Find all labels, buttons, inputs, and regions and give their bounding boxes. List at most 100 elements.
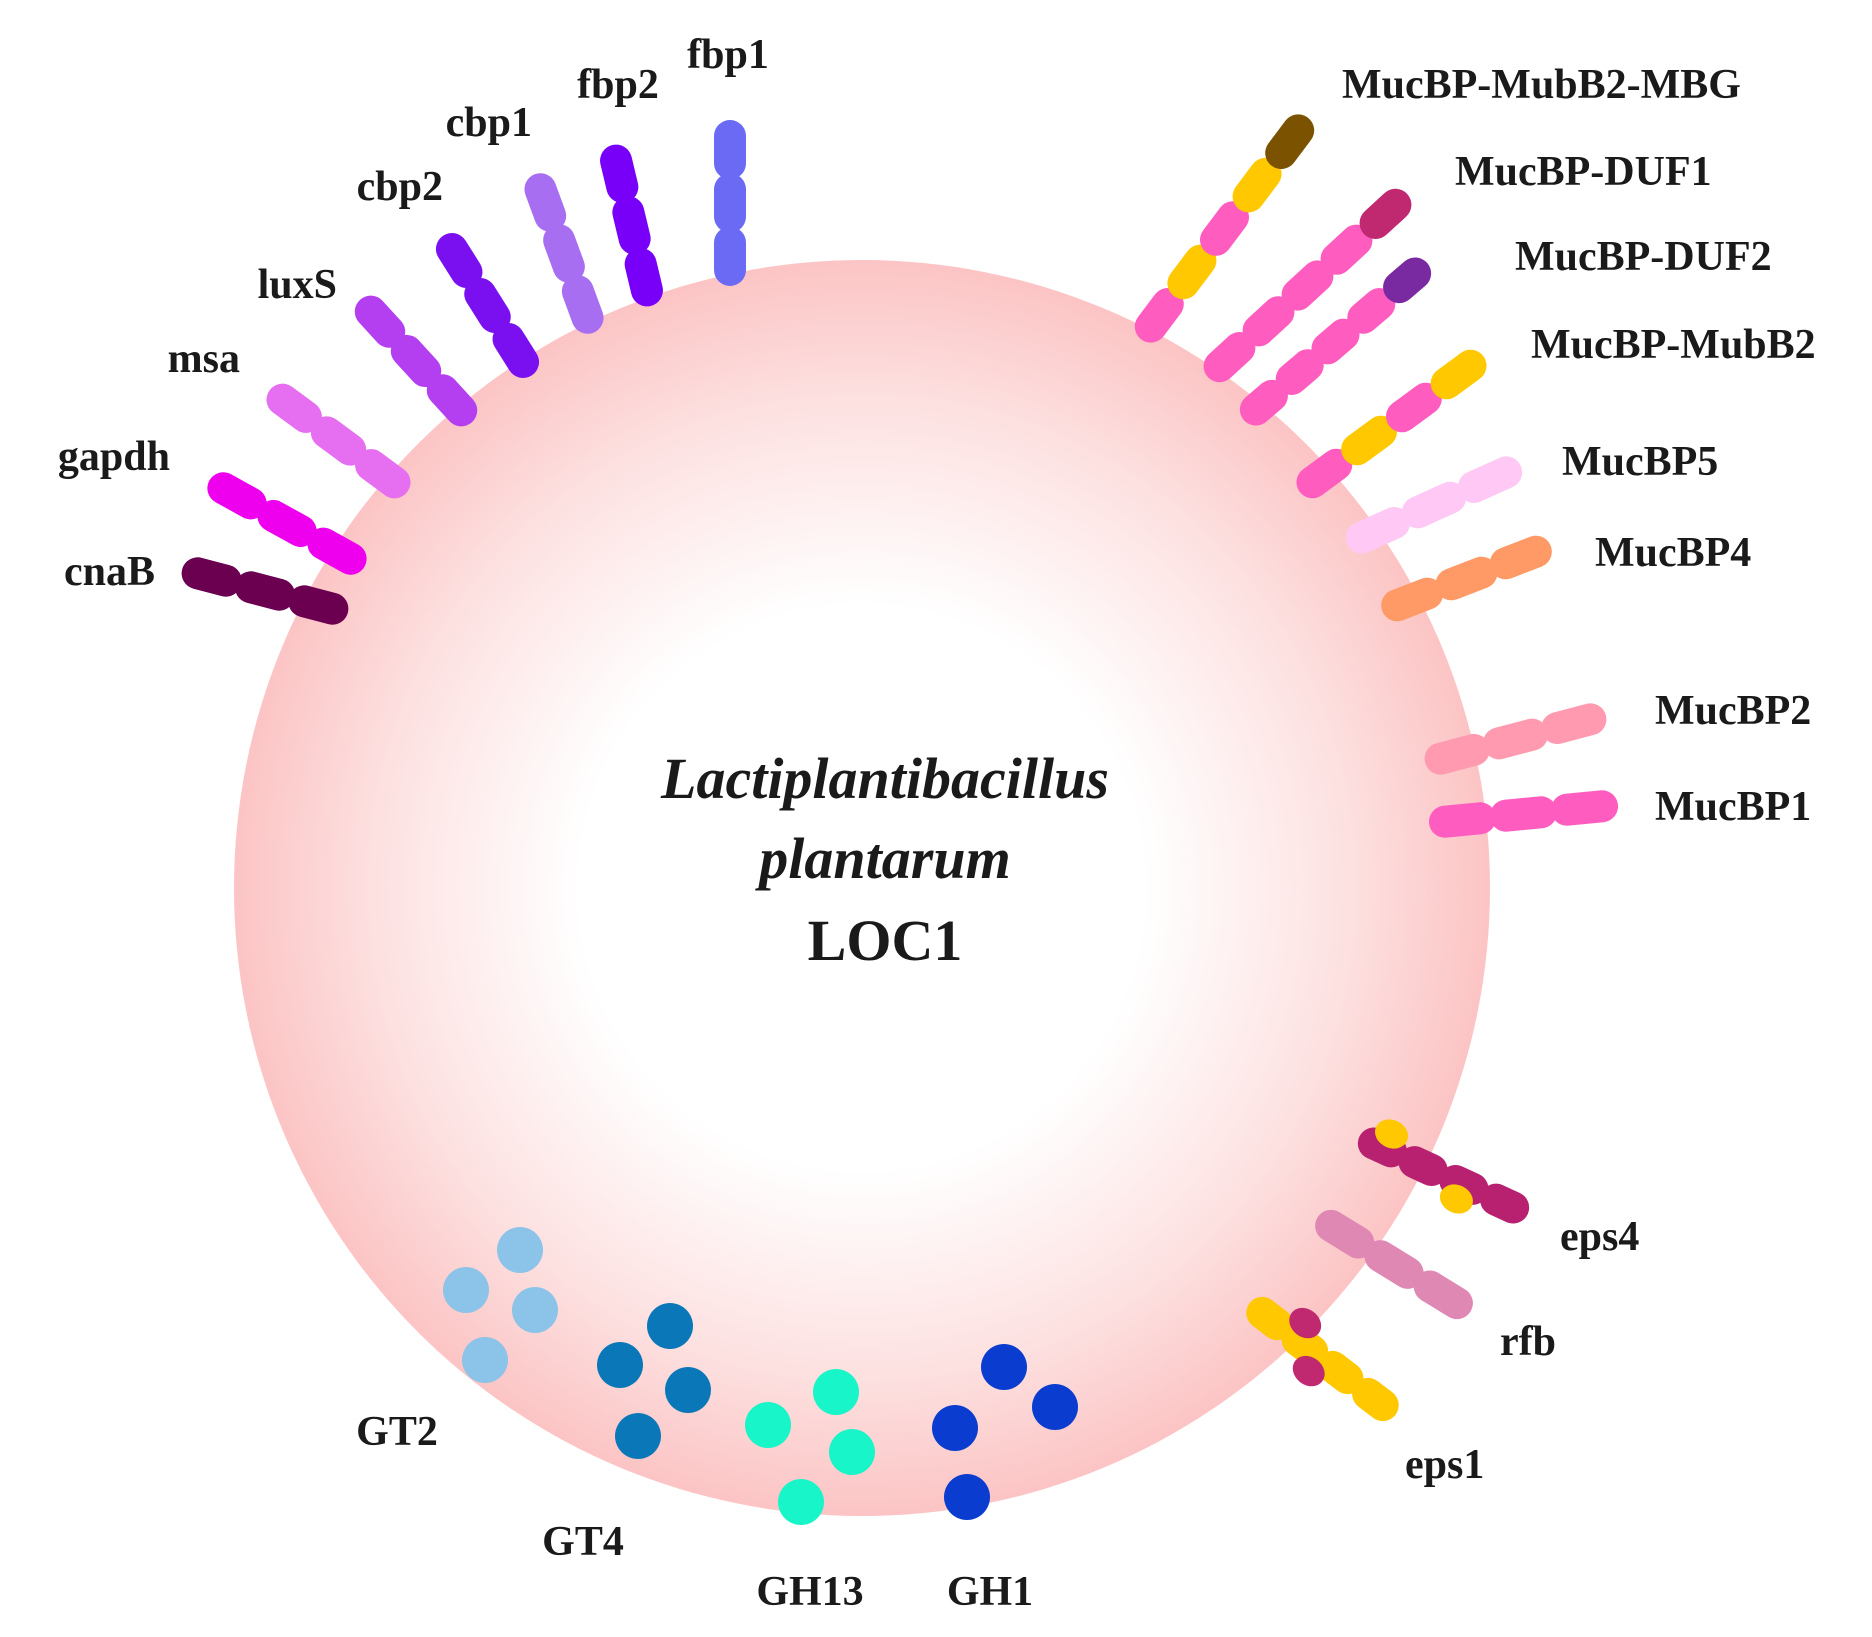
gene-label-fbp2: fbp2 — [577, 62, 659, 108]
gene-segment — [1246, 1296, 1293, 1341]
gene-cbp2: cbp2 — [357, 164, 540, 378]
gene-mucbp4: MucBP4 — [1381, 530, 1751, 622]
gene-eps4: eps4 — [1357, 1119, 1639, 1260]
gene-segment — [714, 173, 746, 233]
gene-segment — [1232, 157, 1282, 213]
gene-segment — [561, 275, 604, 334]
gene-segment — [234, 571, 296, 611]
gene-segment — [1401, 481, 1467, 529]
cluster-label-gt2: GT2 — [356, 1409, 438, 1455]
gene-segment — [492, 323, 540, 378]
cluster-dot — [745, 1402, 791, 1448]
cluster-dot — [597, 1342, 643, 1388]
gene-segment — [207, 472, 267, 520]
gene-label-rfb: rfb — [1500, 1319, 1556, 1365]
gene-segment — [1311, 318, 1360, 365]
gene-segment — [714, 226, 746, 286]
cell-title: Lactiplantibacillus plantarum LOC1 — [660, 746, 1109, 973]
gene-label-eps4: eps4 — [1560, 1214, 1639, 1260]
title-strain: LOC1 — [808, 908, 963, 973]
gene-luxS: luxS — [258, 262, 478, 427]
cluster-dot — [615, 1413, 661, 1459]
bacterial-cell — [234, 260, 1490, 1516]
gene-label-msa: msa — [168, 336, 240, 382]
gene-label-eps1: eps1 — [1405, 1442, 1484, 1488]
gene-label-fbp1: fbp1 — [687, 32, 769, 78]
gene-segment — [1480, 1183, 1530, 1224]
gene-cbp1: cbp1 — [446, 100, 604, 334]
gene-label-mucbp-mubb2: MucBP-MubB2 — [1531, 322, 1816, 368]
gene-mucbp2: MucBP2 — [1424, 688, 1811, 775]
cluster-dot — [462, 1337, 508, 1383]
gene-segment — [435, 233, 483, 288]
cluster-dot — [981, 1344, 1027, 1390]
gene-segment — [1200, 201, 1249, 256]
gene-segment — [266, 383, 322, 433]
gene-segment — [181, 557, 242, 597]
cluster-gh1: GH1 — [932, 1344, 1078, 1615]
gene-mucbp-duf2: MucBP-DUF2 — [1239, 234, 1772, 426]
cluster-dot — [647, 1303, 693, 1349]
gene-segment — [1347, 288, 1396, 334]
gene-segment — [1550, 790, 1619, 826]
gene-segment — [524, 173, 567, 232]
title-species-epithet: plantarum — [754, 826, 1010, 891]
gene-segment — [1364, 1240, 1424, 1289]
gene-segment — [1385, 382, 1442, 433]
gene-mucbp1: MucBP1 — [1428, 784, 1811, 838]
cluster-label-gh1: GH1 — [947, 1569, 1033, 1615]
gene-segment — [612, 196, 651, 255]
cluster-dot — [932, 1405, 978, 1451]
gene-segment — [1435, 556, 1498, 601]
gene-segment — [1242, 296, 1295, 347]
gene-eps1: eps1 — [1246, 1296, 1484, 1488]
gene-segment — [1457, 456, 1523, 504]
gene-gapdh: gapdh — [58, 434, 367, 575]
gene-segment — [1345, 506, 1411, 554]
gene-segment — [1134, 287, 1184, 343]
gene-segment — [1381, 577, 1444, 622]
gene-segment — [1352, 1377, 1399, 1422]
cluster-dot — [944, 1474, 990, 1520]
gene-label-mucbp-duf2: MucBP-DUF2 — [1515, 234, 1772, 280]
gene-label-mucbp2: MucBP2 — [1655, 688, 1811, 734]
gene-segment — [543, 224, 585, 283]
title-species-genus: Lactiplantibacillus — [660, 746, 1109, 811]
gene-segment — [464, 278, 511, 333]
cluster-dot — [1032, 1384, 1078, 1430]
gene-segment — [1482, 718, 1549, 760]
gene-segment — [1383, 257, 1432, 304]
gene-label-mucbp4: MucBP4 — [1595, 530, 1751, 576]
gene-label-cnaB: cnaB — [64, 549, 155, 595]
gene-segment — [257, 499, 317, 548]
gene-cnaB: cnaB — [64, 549, 349, 625]
gene-fbp2: fbp2 — [577, 62, 663, 307]
gene-accent-dot — [1292, 1355, 1325, 1387]
gene-segment — [1359, 188, 1412, 240]
gene-segment — [355, 449, 411, 499]
cluster-dot — [497, 1227, 543, 1273]
gene-fbp1: fbp1 — [687, 32, 769, 286]
gene-mucbp5: MucBP5 — [1345, 439, 1718, 554]
cluster-dot — [665, 1367, 711, 1413]
gene-label-luxS: luxS — [258, 262, 337, 308]
cluster-dot — [443, 1267, 489, 1313]
cluster-dot — [512, 1287, 558, 1333]
gene-segment — [288, 585, 349, 625]
cluster-dot — [778, 1479, 824, 1525]
gene-segment — [1489, 796, 1558, 832]
gene-segment — [390, 334, 442, 388]
gene-segment — [1167, 244, 1217, 300]
gene-label-mucbp1: MucBP1 — [1655, 784, 1811, 830]
cluster-label-gh13: GH13 — [756, 1569, 863, 1615]
gene-segment — [1239, 379, 1288, 426]
gene-rfb: rfb — [1315, 1209, 1556, 1365]
gene-mucbp-duf1: MucBP-DUF1 — [1203, 149, 1712, 383]
gene-segment — [1341, 415, 1398, 466]
gene-label-mucbp-duf1: MucBP-DUF1 — [1455, 149, 1712, 195]
gene-label-mucbp-mubb2-mbg: MucBP-MubB2-MBG — [1342, 62, 1741, 108]
cluster-gt2: GT2 — [356, 1227, 558, 1455]
gene-segment — [1398, 1146, 1448, 1187]
